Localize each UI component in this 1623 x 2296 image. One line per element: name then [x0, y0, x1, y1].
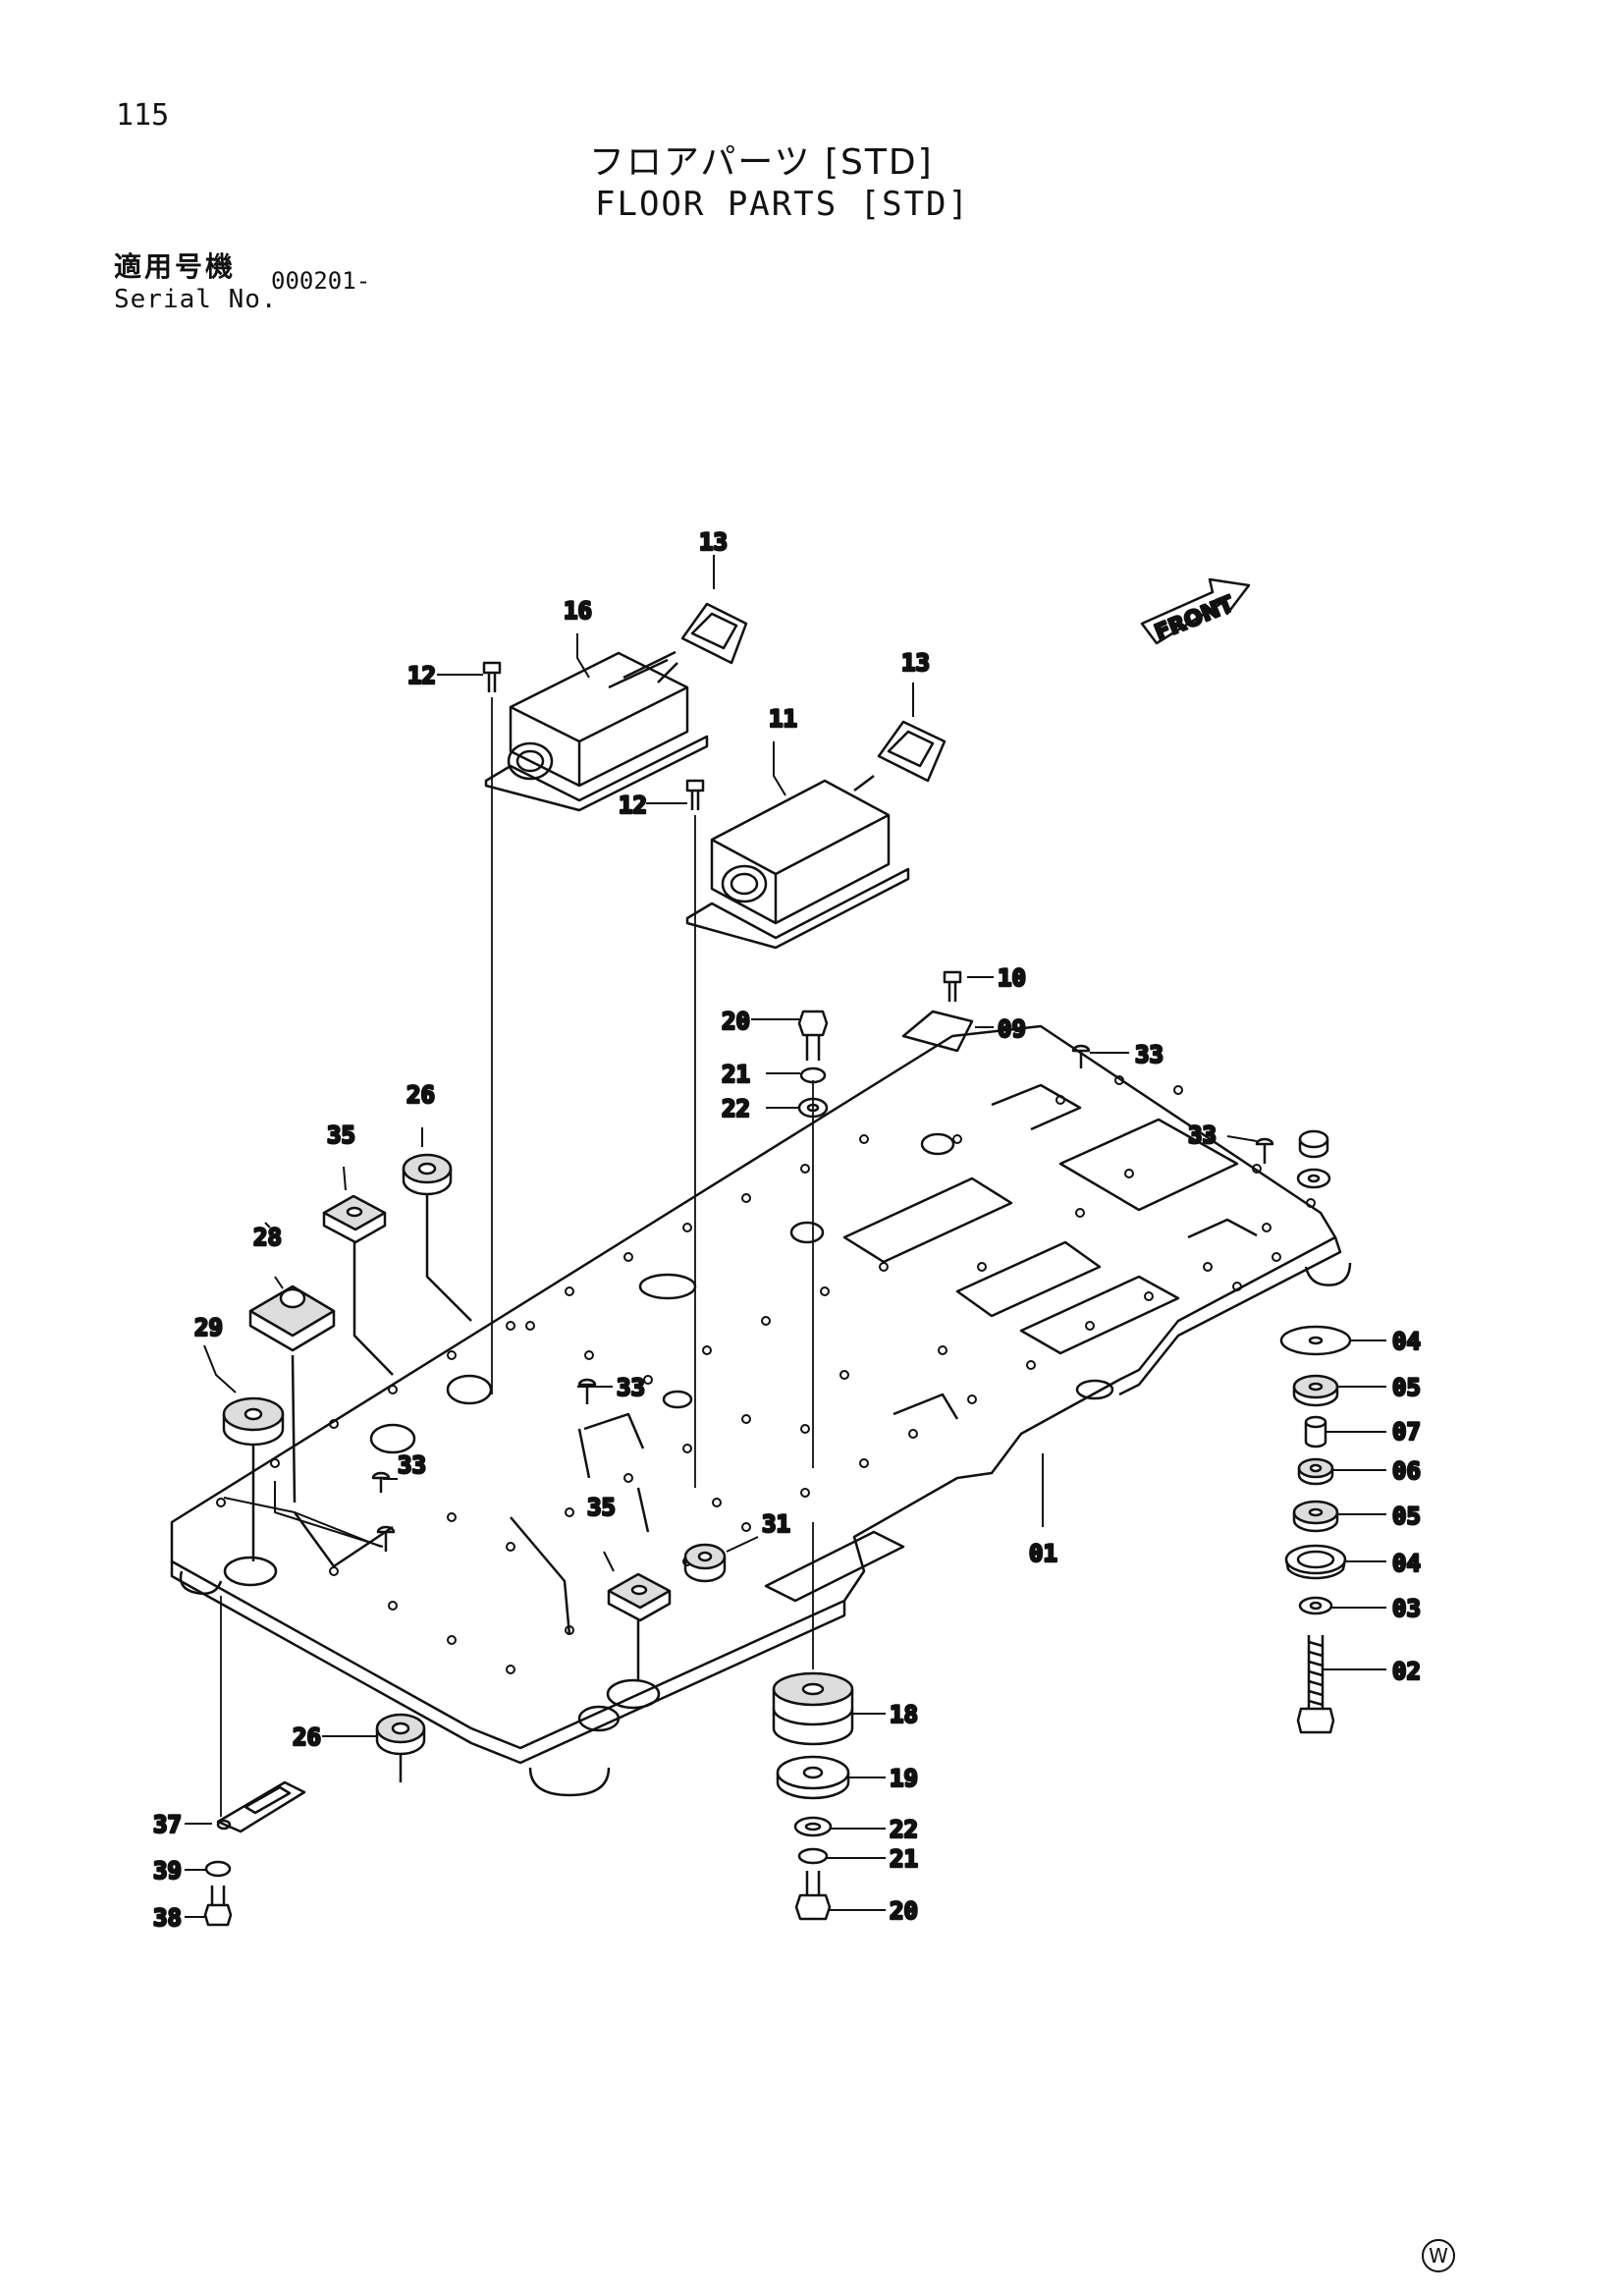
callout-33-a: 33: [1135, 1041, 1163, 1068]
callout-22-top: 22: [722, 1095, 750, 1122]
callout-29: 29: [194, 1314, 223, 1341]
rubber-05-upper: [1292, 1374, 1339, 1407]
floor-plate: [170, 1024, 1352, 1797]
rubber-06: [1297, 1457, 1334, 1486]
mount-35-upper: [322, 1194, 394, 1376]
mount-28: [248, 1285, 336, 1503]
plate-holes: [216, 1075, 1316, 1674]
bolt-10: [943, 970, 962, 1002]
mount-26-lower: [375, 1713, 426, 1782]
plate-09: [901, 1010, 974, 1053]
callout-03: 03: [1392, 1595, 1421, 1622]
bolt-12-upper: [482, 661, 502, 692]
callout-13-b: 13: [901, 649, 930, 677]
callout-20-top: 20: [722, 1008, 750, 1035]
damper-18: [772, 1671, 854, 1746]
washer-19: [776, 1755, 850, 1800]
callout-12-a: 12: [407, 662, 436, 689]
bolt-12-lower: [685, 779, 705, 810]
bolt-38: [203, 1886, 233, 1927]
front-direction-arrow: FRONT: [1140, 577, 1251, 647]
page-number: 115: [116, 98, 170, 133]
callout-31: 31: [762, 1510, 790, 1538]
callout-07: 07: [1392, 1418, 1421, 1446]
nut-top-right: [1298, 1129, 1329, 1159]
rubber-05-lower: [1292, 1500, 1339, 1533]
callout-16: 16: [564, 597, 592, 625]
callout-10: 10: [998, 964, 1026, 992]
page-title-english: FLOOR PARTS [STD]: [595, 185, 970, 224]
mount-35-lower: [607, 1572, 672, 1679]
callout-06: 06: [1392, 1457, 1421, 1485]
callout-33-c: 33: [617, 1374, 645, 1401]
callout-12-b: 12: [619, 792, 647, 819]
washer-21-top: [799, 1066, 827, 1084]
bolt-20-top: [797, 1010, 829, 1061]
washer-03: [1298, 1596, 1333, 1615]
mount-29: [222, 1396, 285, 1561]
bolt-33-b: [1255, 1137, 1274, 1164]
bolt-33-e: [376, 1525, 396, 1552]
callout-09: 09: [998, 1015, 1026, 1043]
bolt-33-d: [371, 1471, 391, 1493]
callout-33-b: 33: [1188, 1121, 1217, 1149]
washer-22-top: [797, 1097, 829, 1119]
callout-18: 18: [890, 1701, 918, 1728]
bolt-33-a: [1071, 1044, 1091, 1068]
cover-11: [685, 779, 910, 950]
callout-33-d: 33: [398, 1451, 426, 1479]
washer-04-upper: [1279, 1325, 1352, 1356]
publisher-mark: W: [1422, 2239, 1455, 2272]
callout-labels: 13 16 12 13 11 12 10 20 09 21 33 22 26 3…: [152, 527, 1422, 1934]
callout-35-upper: 35: [327, 1121, 355, 1149]
bolt-02: [1296, 1635, 1335, 1734]
callout-35-lower: 35: [587, 1494, 616, 1521]
washer-top-right: [1296, 1168, 1331, 1189]
callout-37: 37: [153, 1811, 182, 1838]
callout-02: 02: [1392, 1658, 1421, 1685]
bracket-37: [216, 1780, 306, 1833]
washer-21-bottom: [797, 1847, 829, 1865]
callout-05-lower: 05: [1392, 1503, 1421, 1530]
cap-13-upper: [657, 602, 748, 683]
mount-26-upper: [402, 1153, 472, 1322]
washer-22-bottom: [793, 1816, 833, 1837]
mount-31: [683, 1543, 727, 1583]
callout-04-upper: 04: [1392, 1328, 1421, 1355]
callout-26-lower: 26: [293, 1723, 321, 1751]
callout-04-lower: 04: [1392, 1550, 1421, 1577]
callout-39: 39: [153, 1857, 182, 1885]
callout-20-bottom: 20: [890, 1897, 918, 1925]
bolt-20-bottom: [794, 1871, 832, 1921]
callout-05-upper: 05: [1392, 1374, 1421, 1401]
callout-01: 01: [1029, 1540, 1057, 1567]
callout-22-bottom: 22: [890, 1816, 918, 1843]
leader-lines: [185, 555, 1386, 1918]
callout-26-upper: 26: [406, 1081, 435, 1109]
callout-21-top: 21: [722, 1061, 750, 1088]
callout-28: 28: [253, 1224, 282, 1251]
callout-11: 11: [769, 705, 797, 733]
washer-39: [204, 1860, 232, 1878]
callout-21-bottom: 21: [890, 1845, 918, 1873]
callout-19: 19: [890, 1765, 918, 1792]
serial-label-english: Serial No.: [114, 285, 278, 314]
bolt-33-c: [577, 1378, 597, 1404]
cap-13-lower: [853, 720, 947, 792]
callout-38: 38: [153, 1904, 182, 1932]
serial-label-japanese: 適用号機: [114, 250, 237, 283]
serial-number-value: 000201-: [271, 267, 371, 295]
page-title-japanese: フロアパーツ [STD]: [589, 142, 934, 183]
callout-13-a: 13: [699, 528, 728, 556]
collar-07: [1304, 1415, 1327, 1449]
cover-16: [484, 650, 709, 812]
cup-04-lower: [1284, 1544, 1347, 1580]
